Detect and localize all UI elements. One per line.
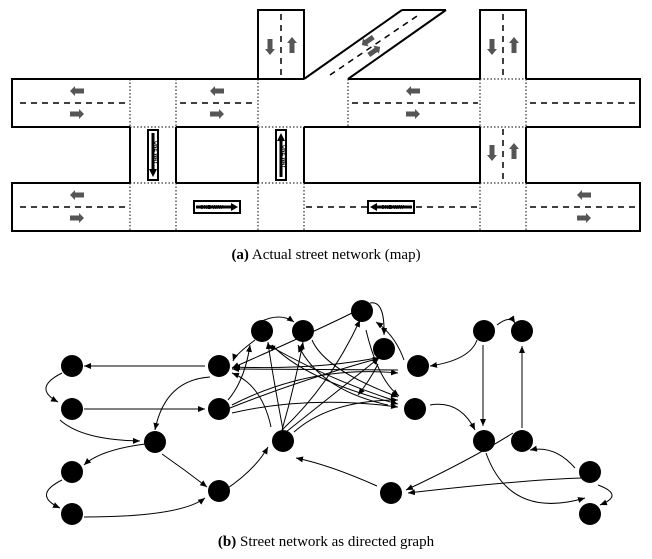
svg-text:ONE WAY: ONE WAY [153,141,159,165]
graph-node [380,482,402,504]
caption-b-text: Street network as directed graph [240,534,435,550]
graph-node [404,398,426,420]
graph-node [511,320,533,342]
graph-node [473,430,495,452]
svg-text:ONE WAY: ONE WAY [200,205,224,211]
one-way-sign-icon: ONE WAY [193,200,241,214]
graph-node [61,503,83,525]
directed-graph [45,300,613,525]
one-way-sign-icon: ONE WAY [367,200,415,214]
graph-nodes [61,300,601,525]
graph-node [61,461,83,483]
graph-node [208,355,230,377]
caption-a-text: Actual street network (map) [251,247,421,263]
graph-node [351,300,373,322]
caption-a: (a) Actual street network (map) [0,247,652,264]
caption-a-label: (a) [231,247,249,263]
graph-node [511,430,533,452]
caption-b-label: (b) [217,534,237,550]
graph-node [208,398,230,420]
graph-node [579,461,601,483]
graph-node [144,431,166,453]
graph-node [373,338,395,360]
graph-node [407,355,429,377]
svg-text:ONE WAY: ONE WAY [281,145,287,169]
graph-edges [45,302,613,518]
graph-node [579,503,601,525]
graph-node [251,320,273,342]
street-map: ONE WAY ONE WAY ONE WAY ONE WAY [11,9,641,232]
svg-text:ONE WAY: ONE WAY [381,205,405,211]
graph-node [473,320,495,342]
one-way-sign-icon: ONE WAY [147,129,159,181]
graph-node [208,480,230,502]
one-way-sign-icon: ONE WAY [275,129,287,181]
graph-node [61,355,83,377]
caption-b: (b) Street network as directed graph [0,534,652,551]
graph-node [292,320,314,342]
graph-node [272,430,294,452]
graph-node [61,398,83,420]
